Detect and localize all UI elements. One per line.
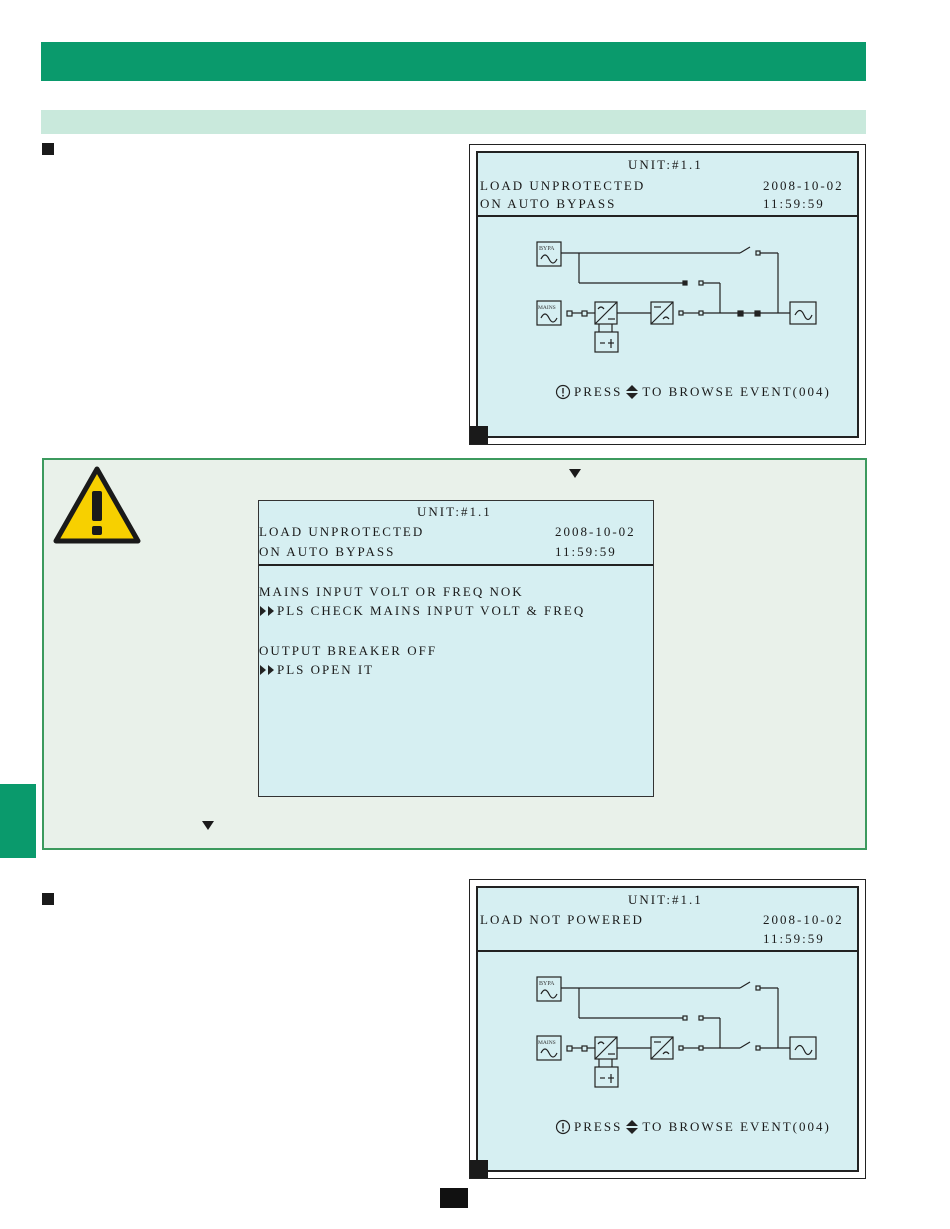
header-separator bbox=[478, 215, 857, 217]
event-action-1: PLS CHECK MAINS INPUT VOLT & FREQ bbox=[277, 603, 586, 618]
prompt-text: PRESS bbox=[574, 1119, 623, 1134]
browse-prompt: PRESS TO BROWSE EVENT(004) bbox=[555, 1119, 831, 1135]
prompt-text: PRESS bbox=[574, 384, 623, 399]
mains-label: MAINS bbox=[538, 305, 556, 311]
chapter-side-tab bbox=[0, 784, 36, 858]
prompt-tail-text: TO BROWSE EVENT(004) bbox=[642, 384, 831, 399]
page-number-box bbox=[440, 1188, 468, 1208]
bypass-label: BYPA bbox=[539, 981, 555, 987]
status-line-1: LOAD NOT POWERED bbox=[480, 912, 644, 927]
unit-label: UNIT:#1.1 bbox=[628, 892, 703, 907]
bypass-label: BYPA bbox=[539, 246, 555, 252]
event-title-1: MAINS INPUT VOLT OR FREQ NOK bbox=[259, 584, 524, 599]
battery-icon bbox=[594, 1066, 619, 1088]
exclamation-icon bbox=[555, 1119, 571, 1135]
lcd-panel-top: UNIT:#1.1 LOAD UNPROTECTED 2008-10-02 ON… bbox=[469, 144, 866, 445]
time-label: 11:59:59 bbox=[763, 931, 825, 946]
prompt-tail-text: TO BROWSE EVENT(004) bbox=[642, 1119, 831, 1134]
time-label: 11:59:59 bbox=[555, 544, 617, 559]
double-arrow-icon bbox=[260, 606, 274, 616]
lcd-screen-top: UNIT:#1.1 LOAD UNPROTECTED 2008-10-02 ON… bbox=[476, 151, 859, 438]
bypass-source-icon bbox=[536, 241, 562, 267]
event-action-row-2: PLS OPEN IT bbox=[259, 663, 374, 677]
date-label: 2008-10-02 bbox=[763, 178, 844, 193]
sine-wave-icon bbox=[540, 989, 558, 999]
up-down-arrow-icon bbox=[626, 385, 639, 399]
switch-icon bbox=[739, 246, 751, 254]
event-title-2: OUTPUT BREAKER OFF bbox=[259, 643, 438, 658]
sine-wave-icon bbox=[540, 254, 558, 264]
ups-mimic-diagram: BYPA MAINS bbox=[536, 976, 817, 1088]
warning-triangle-icon bbox=[53, 466, 141, 544]
date-label: 2008-10-02 bbox=[555, 524, 636, 539]
status-line-2: ON AUTO BYPASS bbox=[480, 196, 617, 211]
up-down-arrow-icon bbox=[626, 1120, 639, 1134]
header-bar bbox=[41, 42, 866, 81]
output-switch-icon bbox=[739, 1041, 751, 1049]
event-action-row-1: PLS CHECK MAINS INPUT VOLT & FREQ bbox=[259, 604, 585, 618]
status-line-1: LOAD UNPROTECTED bbox=[259, 524, 425, 539]
bypass-source-icon bbox=[536, 976, 562, 1002]
battery-icon bbox=[594, 331, 619, 353]
header-separator bbox=[478, 950, 857, 952]
mains-source-icon bbox=[536, 300, 562, 326]
date-label: 2008-10-02 bbox=[763, 912, 844, 927]
exclamation-icon bbox=[555, 384, 571, 400]
event-action-2: PLS OPEN IT bbox=[277, 662, 375, 677]
double-arrow-icon bbox=[260, 665, 274, 675]
status-line-1: LOAD UNPROTECTED bbox=[480, 178, 646, 193]
time-label: 11:59:59 bbox=[763, 196, 825, 211]
status-line-2: ON AUTO BYPASS bbox=[259, 544, 396, 559]
mains-label: MAINS bbox=[538, 1040, 556, 1046]
unit-label: UNIT:#1.1 bbox=[417, 504, 492, 519]
header-separator bbox=[259, 564, 653, 566]
section-subheader-bar bbox=[41, 110, 866, 134]
down-arrow-icon-2 bbox=[202, 821, 214, 830]
lcd-screen-events: UNIT:#1.1 LOAD UNPROTECTED 2008-10-02 ON… bbox=[258, 500, 654, 797]
mains-source-icon bbox=[536, 1035, 562, 1061]
lcd-panel-bottom: UNIT:#1.1 LOAD NOT POWERED 2008-10-02 11… bbox=[469, 879, 866, 1179]
switch-icon bbox=[739, 981, 751, 989]
browse-prompt: PRESS TO BROWSE EVENT(004) bbox=[555, 384, 831, 400]
lcd-screen-bottom: UNIT:#1.1 LOAD NOT POWERED 2008-10-02 11… bbox=[476, 886, 859, 1172]
corner-block bbox=[470, 1160, 488, 1178]
corner-block bbox=[470, 426, 488, 444]
bullet-square-1 bbox=[42, 143, 54, 155]
ups-mimic-diagram: BYPA MAINS bbox=[536, 241, 817, 353]
bullet-square-2 bbox=[42, 893, 54, 905]
unit-label: UNIT:#1.1 bbox=[628, 157, 703, 172]
down-arrow-icon bbox=[569, 469, 581, 478]
